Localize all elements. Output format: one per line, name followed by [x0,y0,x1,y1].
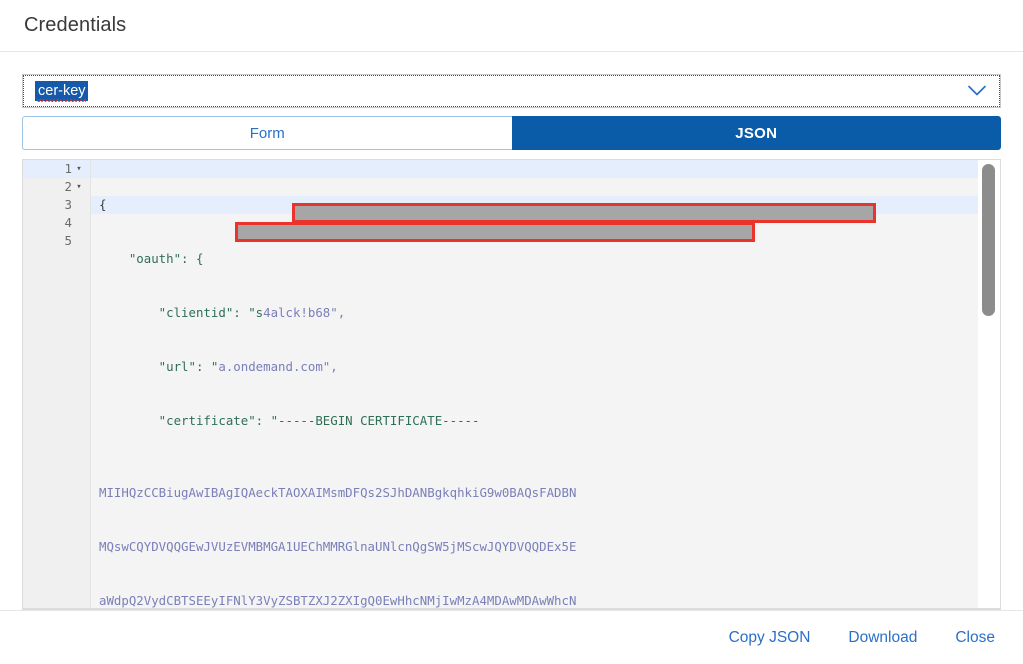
code-line-text: "clientid": "s [99,305,264,320]
gutter-line: 2 ▾ [23,178,90,196]
code-line-tail: a.ondemand.com", [218,359,338,374]
code-line: "oauth": { [91,250,1000,268]
code-line: MIIHQzCCBiugAwIBAgIQAeckTAOXAIMsmDFQs2SJ… [91,484,1000,502]
code-line: "certificate": "-----BEGIN CERTIFICATE--… [91,412,1000,430]
tab-form[interactable]: Form [22,116,512,150]
gutter-line: 4 [23,214,90,232]
line-number: 4 [64,215,72,230]
page-title: Credentials [24,14,127,36]
cert-line: aWdpQ2VydCBTSEEyIFNlY3VyZSBTZXJ2ZXIgQ0Ew… [99,593,577,608]
cert-line: MIIHQzCCBiugAwIBAgIQAeckTAOXAIMsmDFQs2SJ… [99,485,577,500]
code-line-text: "oauth": { [99,251,204,266]
gutter-line: 3 [23,196,90,214]
code-line: "url": "a.ondemand.com", [91,358,1000,376]
copy-json-button[interactable]: Copy JSON [727,625,813,651]
line-number: 2 [64,179,72,194]
line-number: 5 [64,233,72,248]
fold-arrow-icon[interactable]: ▾ [76,164,82,174]
dialog-footer: Copy JSON Download Close [0,610,1023,664]
chevron-down-icon[interactable] [968,85,986,97]
code-line: aWdpQ2VydCBTSEEyIFNlY3VyZSBTZXJ2ZXIgQ0Ew… [91,592,1000,609]
line-number: 3 [64,197,72,212]
gutter-line: 5 [23,232,90,250]
code-line-text: "url": " [99,359,219,374]
code-line: MQswCQYDVQQGEwJVUzEVMBMGA1UEChMMRGlnaUNl… [91,538,1000,556]
credential-select[interactable]: cer-key [22,74,1001,108]
tab-json[interactable]: JSON [511,116,1001,150]
editor-vertical-scrollbar[interactable] [978,160,1000,609]
dialog-header: Credentials [0,0,1023,52]
editor-viewport: 1 ▾ 2 ▾ 3 4 5 [23,160,1000,609]
editor-bottom-edge [23,608,1000,609]
json-code-editor[interactable]: 1 ▾ 2 ▾ 3 4 5 [22,159,1001,610]
download-button[interactable]: Download [846,625,919,651]
code-line-text: { [99,197,107,212]
close-button[interactable]: Close [953,625,997,651]
active-line-highlight [23,160,1000,178]
code-line-tail: 4alck!b68", [263,305,346,320]
fold-arrow-icon[interactable]: ▾ [76,182,82,192]
line-number: 1 [64,161,72,176]
code-line: "clientid": "s4alck!b68", [91,304,1000,322]
view-mode-tabs: Form JSON [22,116,1001,150]
gutter-line: 1 ▾ [23,160,90,178]
cert-line: MQswCQYDVQQGEwJVUzEVMBMGA1UEChMMRGlnaUNl… [99,539,577,554]
dialog-body: cer-key Form JSON 1 ▾ [0,52,1023,610]
url-redaction [235,222,755,242]
code-line-text: "certificate": "-----BEGIN CERTIFICATE--… [99,413,480,428]
editor-gutter: 1 ▾ 2 ▾ 3 4 5 [23,160,91,609]
editor-scrollbar-thumb[interactable] [982,164,995,316]
credential-select-value: cer-key [35,81,88,102]
clientid-redaction [292,203,876,223]
